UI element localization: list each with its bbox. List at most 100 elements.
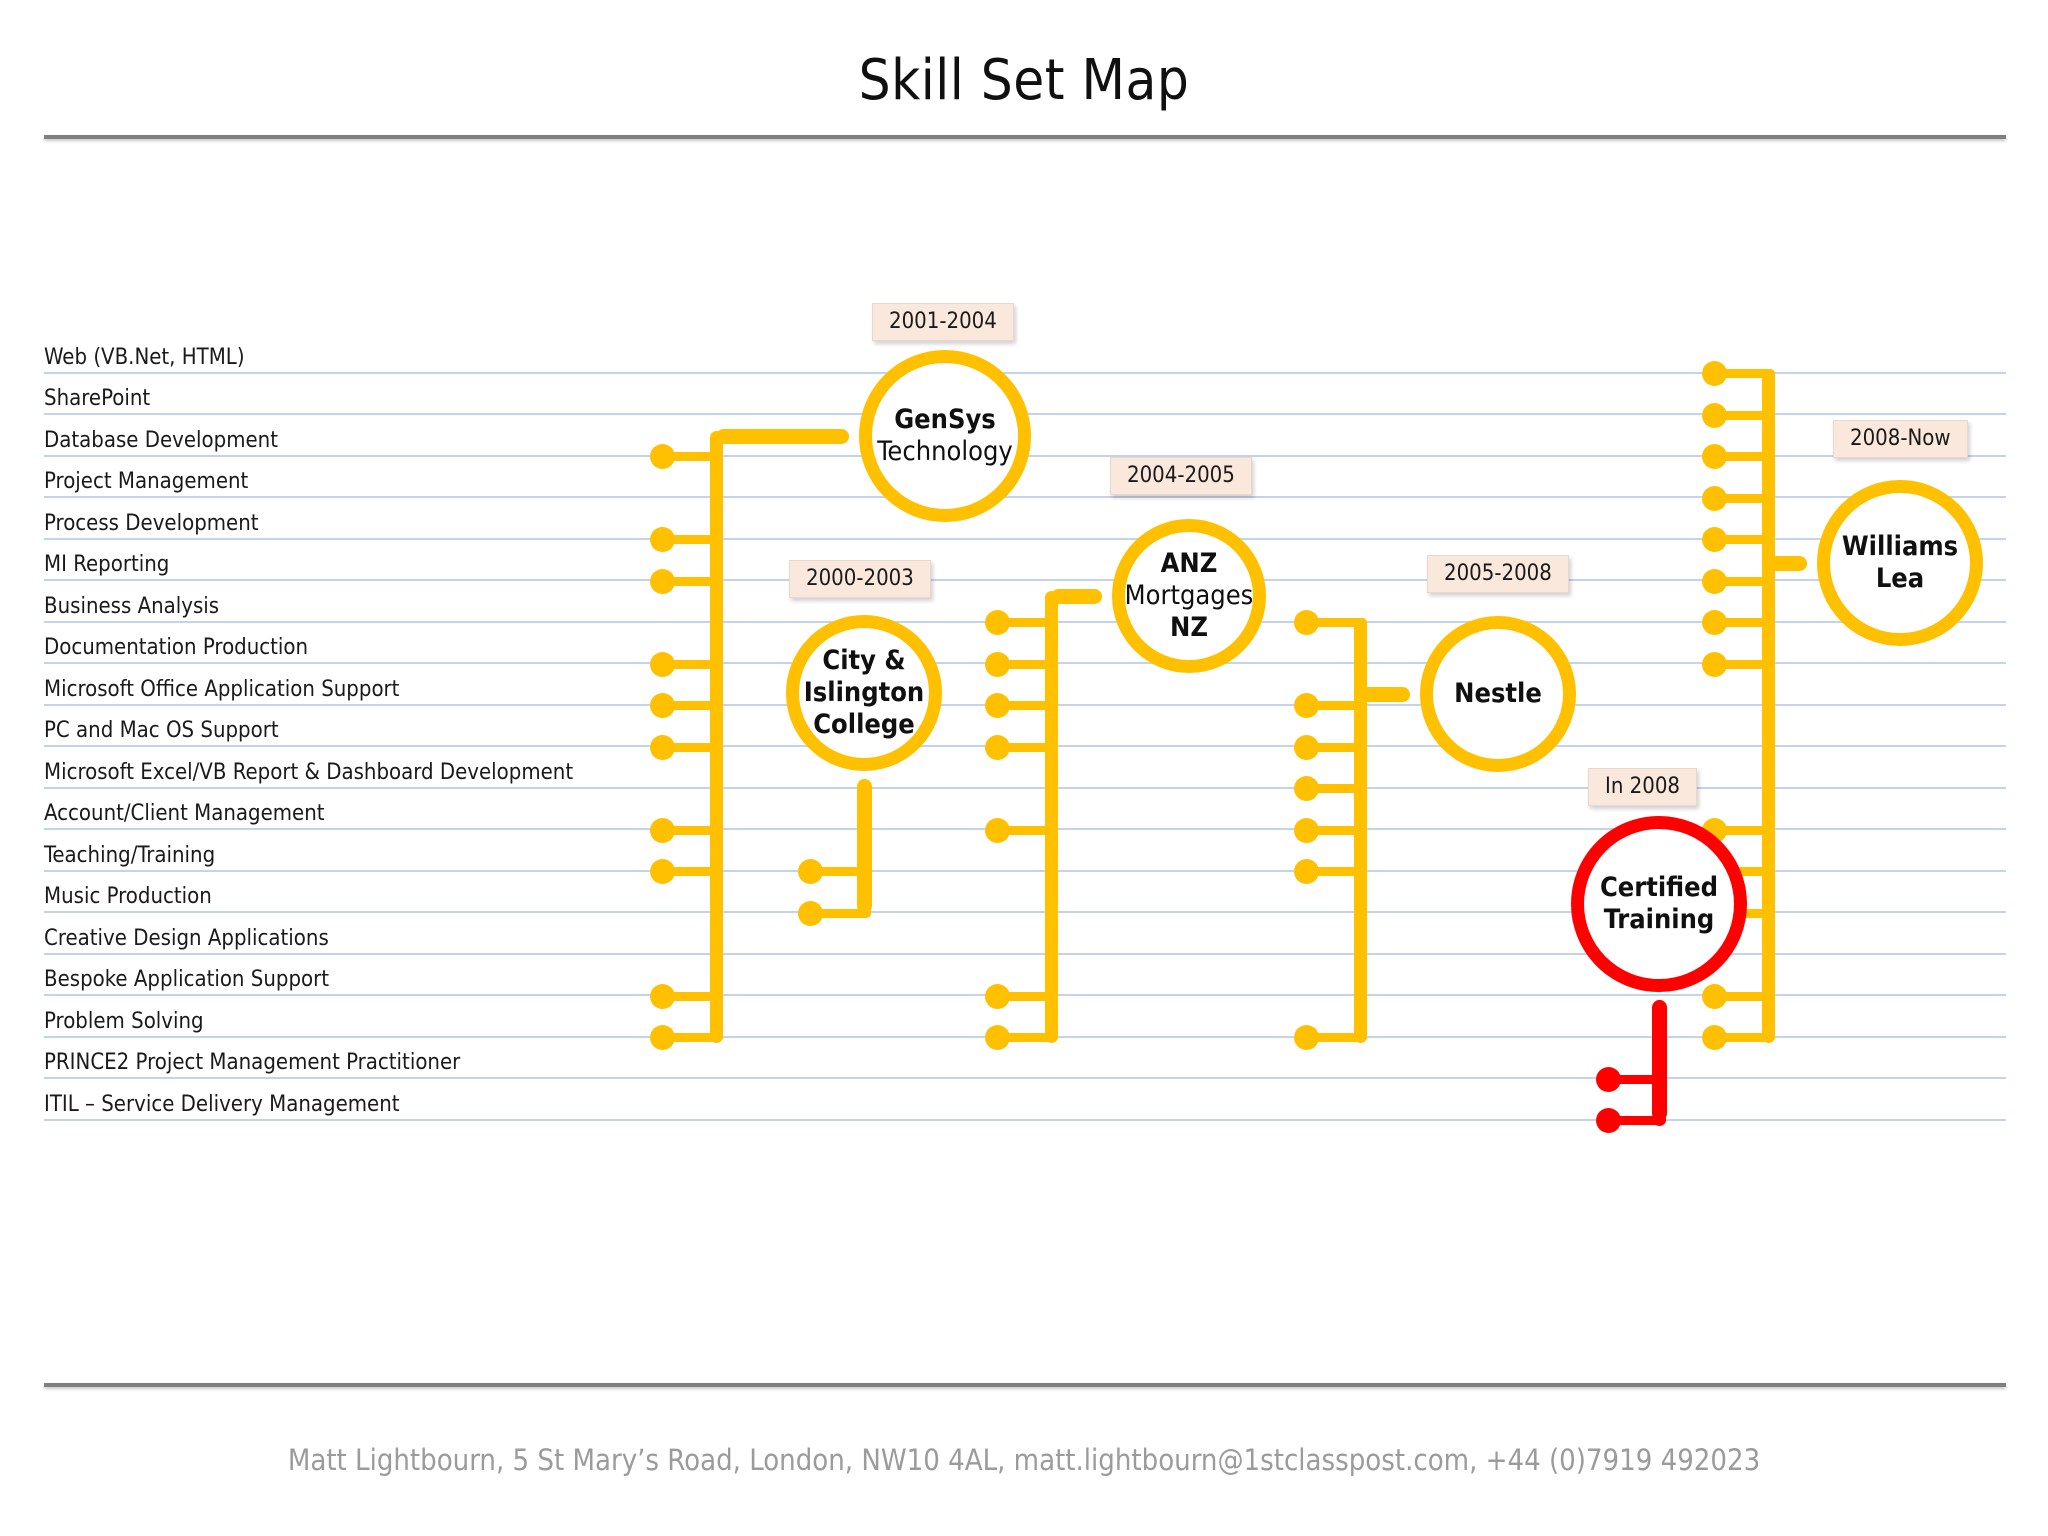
skill-rule [44, 579, 2006, 581]
org-node-nestle[interactable]: Nestle [1420, 616, 1576, 772]
date-tag-gensys: 2001-2004 [872, 303, 1014, 341]
connector-dot [649, 444, 675, 469]
skill-label: Account/Client Management [44, 801, 325, 826]
connector-stub [662, 825, 723, 835]
skill-rule [44, 371, 2006, 374]
connector-stub [1306, 742, 1367, 752]
connector-dot [649, 527, 675, 552]
connector-stub [1306, 825, 1367, 835]
skill-row: ITIL – Service Delivery Management [44, 1079, 2006, 1121]
skill-row: Web (VB.Net, HTML) [44, 332, 2006, 374]
skill-label: PRINCE2 Project Management Practitioner [44, 1050, 461, 1075]
org-node-label-line: Islington [803, 677, 925, 709]
skill-row: Microsoft Excel/VB Report & Dashboard De… [44, 747, 2006, 789]
connector-stub [1306, 1033, 1367, 1042]
connector-stub [1714, 825, 1775, 835]
skill-label: ITIL – Service Delivery Management [44, 1091, 400, 1117]
date-tag-williams-lea: 2008-Now [1833, 420, 1968, 458]
connector-stub [662, 535, 723, 544]
org-node-label-line: City & [822, 645, 906, 677]
skill-label: Problem Solving [44, 1008, 204, 1034]
connector-stub [662, 742, 723, 752]
skill-rule [44, 786, 2006, 789]
connector-dot [984, 1025, 1010, 1050]
skill-label: Business Analysis [44, 593, 220, 619]
skill-label: Music Production [44, 884, 212, 909]
connector-dot [1701, 1025, 1727, 1050]
node-connector-arm [1051, 588, 1102, 604]
connector-dot [1595, 1066, 1621, 1092]
date-tag-nestle: 2005-2008 [1427, 555, 1569, 593]
connector-dot [1701, 361, 1727, 386]
connector-dot [1293, 776, 1319, 801]
skill-label: Documentation Production [44, 635, 309, 660]
skill-rule [44, 496, 2006, 498]
skill-row: MI Reporting [44, 540, 2006, 581]
connector-stub [1714, 867, 1775, 876]
skill-label: Creative Design Applications [44, 925, 329, 951]
skill-row: Teaching/Training [44, 830, 2006, 872]
connector-dot [1293, 610, 1319, 635]
org-node-label-line: Training [1603, 904, 1715, 935]
connector-stub [997, 742, 1058, 752]
skill-label: Database Development [44, 427, 278, 453]
connector-stub [1714, 659, 1775, 669]
header-divider [44, 135, 2006, 139]
org-node-label-line: Lea [1875, 563, 1925, 594]
connector-stub [1608, 1116, 1666, 1125]
date-tag-certified-training: In 2008 [1588, 768, 1698, 806]
footer-divider [44, 1383, 2006, 1387]
connector-dot [1701, 444, 1727, 469]
skill-row: Process Development [44, 498, 2006, 540]
connector-stub [662, 576, 723, 586]
skill-label: Process Development [44, 510, 259, 536]
connector-stub [1306, 701, 1367, 710]
connector-dot [984, 817, 1010, 843]
connector-dot [1293, 1025, 1319, 1050]
node-connector-stem [1651, 1000, 1667, 1121]
skill-label: PC and Mac OS Support [44, 718, 279, 743]
connector-dot [649, 568, 675, 594]
connector-stub [662, 867, 723, 876]
skill-rule [44, 911, 2006, 913]
org-node-label-line: Mortgages [1124, 580, 1254, 612]
connector-stub [810, 867, 871, 876]
date-tag-anz: 2004-2005 [1110, 457, 1252, 495]
connector-stub [1714, 991, 1775, 1001]
org-node-label-line: NZ [1170, 611, 1208, 643]
org-node-label-line: Certified [1599, 872, 1719, 904]
connector-stub [662, 659, 723, 669]
connector-stub [1714, 452, 1775, 461]
node-connector-arm [1768, 555, 1807, 571]
date-tag-city-islington: 2000-2003 [789, 560, 931, 598]
node-connector-arm [716, 428, 849, 444]
skill-row: PRINCE2 Project Management Practitioner [44, 1038, 2006, 1079]
connector-dot [1701, 527, 1727, 552]
connector-stub [1306, 867, 1367, 876]
connector-spine [1353, 617, 1367, 1043]
connector-stub [662, 1033, 723, 1042]
connector-stub [997, 618, 1058, 627]
node-connector-arm [1360, 686, 1410, 702]
skill-label: MI Reporting [44, 552, 170, 577]
connector-dot [1293, 817, 1319, 843]
connector-dot [1701, 485, 1727, 511]
skill-rule [44, 1118, 2006, 1121]
connector-stub [810, 908, 871, 918]
node-connector-stem [856, 779, 872, 913]
connector-dot [984, 693, 1010, 718]
skill-rule [44, 537, 2006, 540]
connector-stub [997, 991, 1058, 1001]
connector-stub [997, 659, 1058, 669]
skill-label: Project Management [44, 469, 249, 494]
connector-dot [649, 859, 675, 884]
skill-label: Teaching/Training [44, 842, 216, 868]
skill-rule [44, 952, 2006, 955]
connector-dot [649, 693, 675, 718]
